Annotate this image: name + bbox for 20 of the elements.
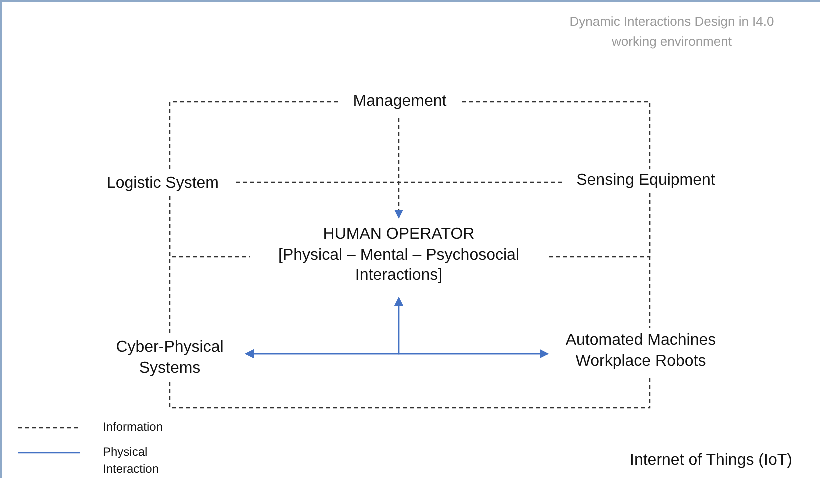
node-text: Workplace Robots [576, 352, 706, 372]
dashed-connector [394, 118, 404, 219]
node-label: Cyber-Physical Systems [115, 338, 225, 379]
node-label: Logistic System [106, 174, 220, 194]
dashed-connector [169, 376, 651, 409]
legend-label: Information [103, 419, 164, 436]
dashed-connector [236, 182, 564, 184]
dashed-connector [169, 196, 250, 258]
diagram-title: Dynamic Interactions Design in I4.0 working environment [568, 13, 776, 51]
dashed-connector [462, 101, 651, 169]
node-label: Automated Machines [566, 331, 716, 352]
node-label: Sensing Equipment [576, 170, 716, 191]
dashed-connector [548, 193, 651, 258]
diagram-label: Internet of Things (IoT) [630, 452, 792, 470]
node-label: Management [353, 92, 447, 112]
legend-label: Physical Interaction [103, 444, 160, 478]
dashed-connector [169, 101, 338, 172]
node-text: [Physical – Mental – Psychosocial Interactions] [278, 246, 520, 286]
arrow [394, 297, 549, 358]
node-label: HUMAN OPERATOR [323, 224, 475, 245]
